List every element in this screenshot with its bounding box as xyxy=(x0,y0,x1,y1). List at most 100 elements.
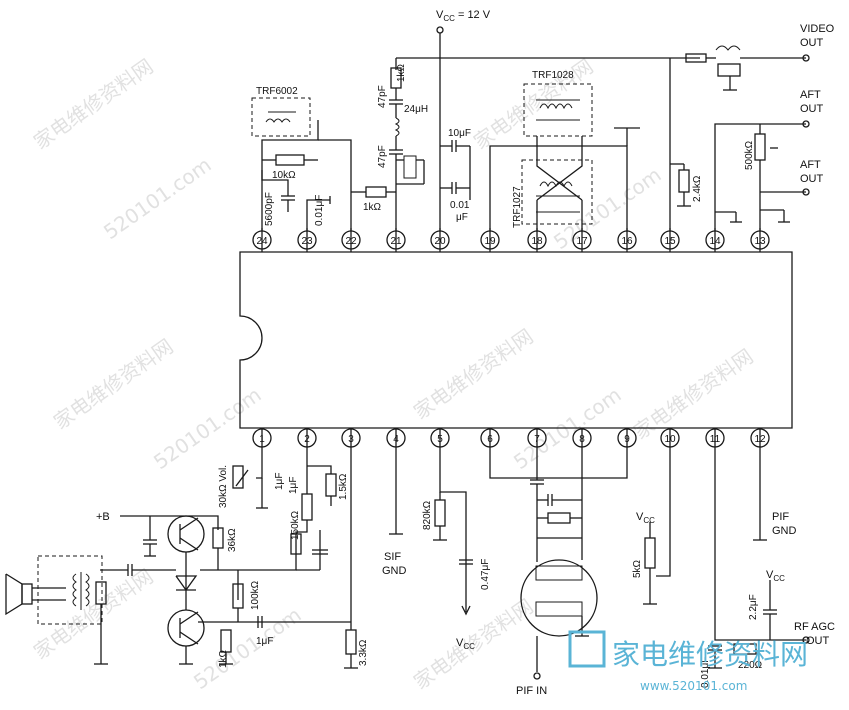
logo-text: 家电维修资料网 xyxy=(612,638,808,671)
sif-gnd-label-2: GND xyxy=(382,565,407,577)
pin-11: 11 xyxy=(705,428,725,452)
video-out-label-1: VIDEO xyxy=(800,23,835,35)
aft-out-2-label-1: AFT xyxy=(800,159,821,171)
r-36k-label: 36kΩ xyxy=(227,528,238,552)
pin-number: 3 xyxy=(348,434,354,445)
pin-number: 20 xyxy=(434,236,446,247)
watermark-text: 家电维修资料网 xyxy=(409,324,537,424)
pin-number: 14 xyxy=(709,236,721,247)
vcc-pin5-label: VCC xyxy=(456,637,475,651)
pin-4: 4 xyxy=(386,428,406,452)
pin-number: 2 xyxy=(304,434,310,445)
pin-number: 5 xyxy=(437,434,443,445)
c-1uf-low-label: 1μF xyxy=(256,636,273,647)
pin-number: 1 xyxy=(259,434,265,445)
pin12-network: PIF GND xyxy=(753,452,797,541)
pif-input-network: PIF IN xyxy=(489,452,628,697)
rf-agc-label-2: OUT xyxy=(806,635,830,647)
l-24uh-label: 24μH xyxy=(404,104,428,115)
r-24k-label: 2.4kΩ xyxy=(692,175,703,202)
pin-14: 14 xyxy=(705,228,725,252)
pin-7: 7 xyxy=(527,428,547,452)
pin-10: 10 xyxy=(660,428,680,452)
c-001-top-label: 0.01 xyxy=(450,200,470,211)
c-1uf-2-label: 1μF xyxy=(274,473,285,490)
logo-url: www.520101.com xyxy=(640,679,747,693)
rf-agc-label-1: RF AGC xyxy=(794,621,835,633)
r-100k-label: 100kΩ xyxy=(250,580,261,610)
pin-1: 1 xyxy=(252,428,272,452)
watermark-text: 家电维修资料网 xyxy=(49,334,177,434)
vcc-pin11-label: VCC xyxy=(766,569,785,583)
pin-20: 20 xyxy=(430,228,450,252)
pin-5: 5 xyxy=(430,428,450,452)
pin4-network: SIF GND xyxy=(382,452,407,577)
pin-23: 23 xyxy=(297,228,317,252)
c-001-top-unit: μF xyxy=(456,212,468,223)
trf6002-box xyxy=(251,97,311,137)
c-10uf-label: 10μF xyxy=(448,128,471,139)
top-pin-row: 24 23 22 21 20 19 18 17 16 15 14 13 xyxy=(252,228,770,252)
pin-number: 9 xyxy=(624,434,630,445)
pin-15: 15 xyxy=(660,228,680,252)
c-47pf-label-b: 47pF xyxy=(377,145,388,168)
ic-package xyxy=(239,251,793,429)
r-10k-label: 10kΩ xyxy=(272,170,296,181)
r-220-label: 220Ω xyxy=(738,660,763,671)
pin-number: 22 xyxy=(345,236,357,247)
pin-number: 10 xyxy=(664,434,676,445)
r-5k-label: 5kΩ xyxy=(632,559,643,578)
pin10-network: VCC 5kΩ xyxy=(632,452,671,605)
c-1uf-2b-label: 1μF xyxy=(288,477,299,494)
pin-number: 11 xyxy=(710,434,721,445)
pin-9: 9 xyxy=(617,428,637,452)
pin-number: 19 xyxy=(484,236,496,247)
pin-number: 17 xyxy=(576,236,588,247)
aft-out-1-label-2: OUT xyxy=(800,103,824,115)
sif-gnd-label-1: SIF xyxy=(384,551,401,563)
r-820k-label: 820kΩ xyxy=(422,500,433,530)
video-out-network: VIDEO OUT 2.4kΩ xyxy=(669,23,835,231)
logo-mark xyxy=(568,630,606,668)
r-1k-low-label: 1kΩ xyxy=(218,649,229,668)
r-15k-label: 1.5kΩ xyxy=(338,473,349,500)
trf1028-box xyxy=(523,83,593,137)
pin-24: 24 xyxy=(252,228,272,252)
pin-number: 16 xyxy=(621,236,633,247)
audio-section: 30kΩ Vol. 1μF 1μF 150kΩ 1.5kΩ 3.3kΩ +B 3… xyxy=(5,452,369,669)
trf6002-label: TRF6002 xyxy=(256,86,298,97)
vcc-label: VCC = 12 V xyxy=(436,9,491,23)
plus-b-label: +B xyxy=(96,511,110,523)
c-5600pf-label: 5600pF xyxy=(264,192,275,226)
pin-number: 21 xyxy=(390,236,402,247)
vol-label: 30kΩ Vol. xyxy=(218,465,229,508)
pif-in-label: PIF IN xyxy=(516,685,547,697)
pin-6: 6 xyxy=(480,428,500,452)
output-transformer-box xyxy=(37,555,103,625)
aft-out-2-label-2: OUT xyxy=(800,173,824,185)
pin-21: 21 xyxy=(386,228,406,252)
pin-number: 23 xyxy=(301,236,313,247)
video-out-label-2: OUT xyxy=(800,37,824,49)
pin-number: 12 xyxy=(754,434,766,445)
pin-number: 13 xyxy=(754,236,766,247)
r-150k-label: 150kΩ xyxy=(290,510,301,540)
trf1028-network: TRF1028 TRF1027 xyxy=(489,70,640,231)
c-22uf-label: 2.2μF xyxy=(748,594,759,620)
vcc-pin10-label: VCC xyxy=(636,511,655,525)
pin-16: 16 xyxy=(617,228,637,252)
r-1k-22-label: 1kΩ xyxy=(363,202,382,213)
aft-network: AFT OUT 500kΩ AFT OUT xyxy=(714,89,824,231)
watermark-site: 520101.com xyxy=(189,602,306,694)
r-33k-label: 3.3kΩ xyxy=(358,639,369,666)
pin-2: 2 xyxy=(297,428,317,452)
watermark-text: 家电维修资料网 xyxy=(29,54,157,154)
pin-19: 19 xyxy=(480,228,500,252)
c-001uf-11-label: 0.01μF xyxy=(700,657,711,688)
pin11-network: RF AGC OUT 0.01μF VCC 2.2μF 220Ω xyxy=(700,452,835,688)
pin-22: 22 xyxy=(341,228,361,252)
c-47pf-label: 47pF xyxy=(377,85,388,108)
pin5-network: 820kΩ 0.47μF VCC xyxy=(422,452,491,651)
watermark-text: 家电维修资料网 xyxy=(29,564,157,664)
